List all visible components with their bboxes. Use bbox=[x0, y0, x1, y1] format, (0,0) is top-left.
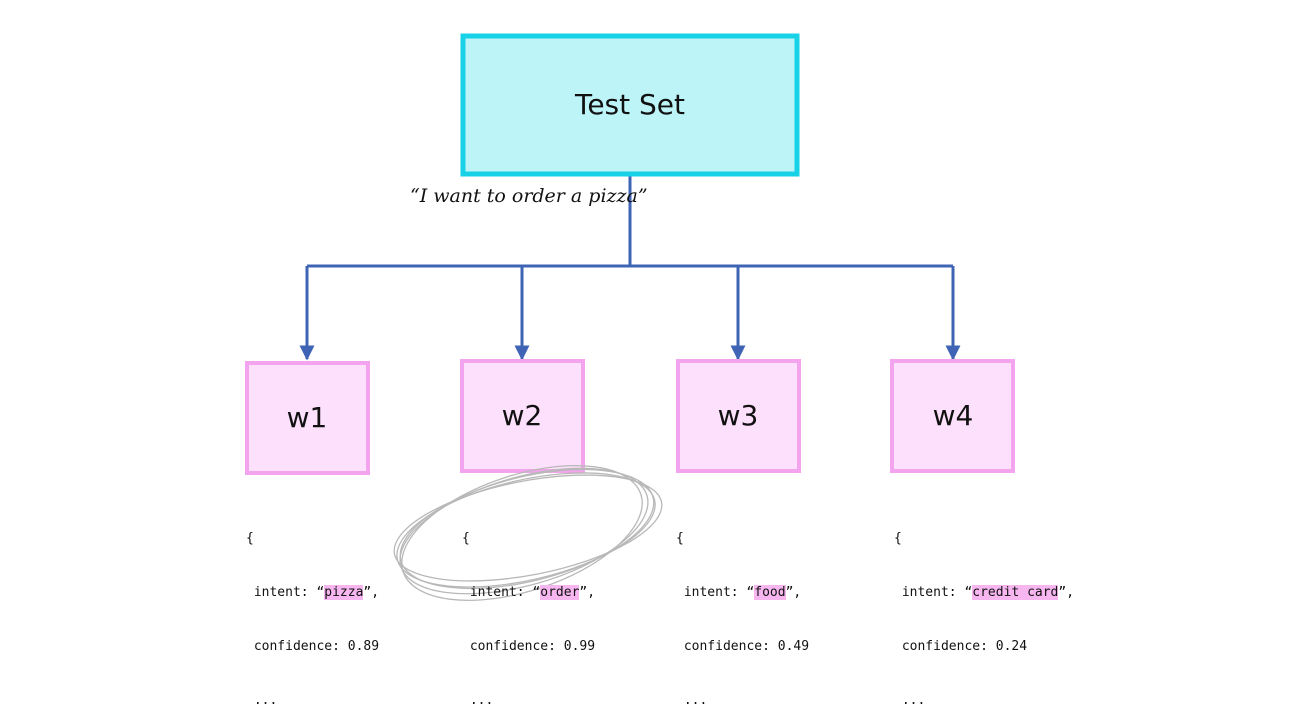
selection-scribble bbox=[393, 465, 663, 601]
worker-label: w3 bbox=[718, 399, 759, 432]
worker-label: w1 bbox=[287, 401, 328, 434]
intent-suffix: ”, bbox=[363, 585, 380, 600]
ellipsis-text: ... bbox=[901, 693, 926, 708]
worker-node-w2: w2 bbox=[460, 359, 585, 473]
intent-suffix: ”, bbox=[579, 585, 596, 600]
worker-output-w4: { intent: “credit card”, confidence: 0.2… bbox=[894, 494, 1074, 728]
worker-label: w4 bbox=[933, 399, 974, 432]
worker-output-w1: { intent: “pizza”, confidence: 0.89 ... bbox=[246, 494, 379, 728]
confidence-text: confidence: 0.99 bbox=[469, 639, 596, 654]
output-ellipsis-line: ... bbox=[894, 692, 1074, 710]
intent-prefix: intent: “ bbox=[901, 585, 973, 600]
output-ellipsis-line: ... bbox=[676, 692, 809, 710]
output-intent-line: intent: “credit card”, bbox=[894, 584, 1074, 602]
output-confidence-line: confidence: 0.24 bbox=[894, 638, 1074, 656]
output-open-brace: { bbox=[246, 531, 254, 546]
ellipsis-text: ... bbox=[253, 693, 278, 708]
ellipsis-text: ... bbox=[683, 693, 708, 708]
worker-box bbox=[460, 359, 585, 473]
output-confidence-line: confidence: 0.99 bbox=[462, 638, 595, 656]
intent-value-highlight: credit card bbox=[972, 585, 1059, 600]
output-ellipsis-line: ... bbox=[246, 692, 379, 710]
intent-prefix: intent: “ bbox=[469, 585, 541, 600]
output-confidence-line: confidence: 0.49 bbox=[676, 638, 809, 656]
intent-value-highlight: order bbox=[540, 585, 580, 600]
test-set-box bbox=[460, 33, 800, 177]
worker-box bbox=[245, 361, 370, 475]
intent-value-highlight: food bbox=[754, 585, 786, 600]
output-intent-line: intent: “food”, bbox=[676, 584, 809, 602]
intent-suffix: ”, bbox=[785, 585, 802, 600]
worker-output-w2: { intent: “order”, confidence: 0.99 ... bbox=[462, 494, 595, 728]
confidence-text: confidence: 0.24 bbox=[901, 639, 1028, 654]
output-ellipsis-line: ... bbox=[462, 692, 595, 710]
worker-node-w4: w4 bbox=[890, 359, 1015, 473]
worker-label: w2 bbox=[502, 399, 543, 432]
test-set-node: Test Set bbox=[460, 33, 800, 177]
utterance-label: “I want to order a pizza” bbox=[410, 185, 648, 207]
diagram-canvas: Test Set “I want to order a pizza” w1 w2… bbox=[245, 33, 1015, 601]
connectors bbox=[299, 174, 961, 361]
output-intent-line: intent: “pizza”, bbox=[246, 584, 379, 602]
test-set-label: Test Set bbox=[574, 88, 685, 121]
intent-suffix: ”, bbox=[1058, 585, 1075, 600]
worker-output-w3: { intent: “food”, confidence: 0.49 ... bbox=[676, 494, 809, 728]
intent-value-highlight: pizza bbox=[324, 585, 364, 600]
confidence-text: confidence: 0.49 bbox=[683, 639, 810, 654]
ellipsis-text: ... bbox=[469, 693, 494, 708]
output-open-brace: { bbox=[894, 531, 902, 546]
output-intent-line: intent: “order”, bbox=[462, 584, 595, 602]
worker-box bbox=[890, 359, 1015, 473]
worker-node-w1: w1 bbox=[245, 361, 370, 475]
intent-prefix: intent: “ bbox=[253, 585, 325, 600]
confidence-text: confidence: 0.89 bbox=[253, 639, 380, 654]
worker-node-w3: w3 bbox=[676, 359, 801, 473]
output-open-brace: { bbox=[676, 531, 684, 546]
worker-box bbox=[676, 359, 801, 473]
intent-prefix: intent: “ bbox=[683, 585, 755, 600]
output-open-brace: { bbox=[462, 531, 470, 546]
output-confidence-line: confidence: 0.89 bbox=[246, 638, 379, 656]
